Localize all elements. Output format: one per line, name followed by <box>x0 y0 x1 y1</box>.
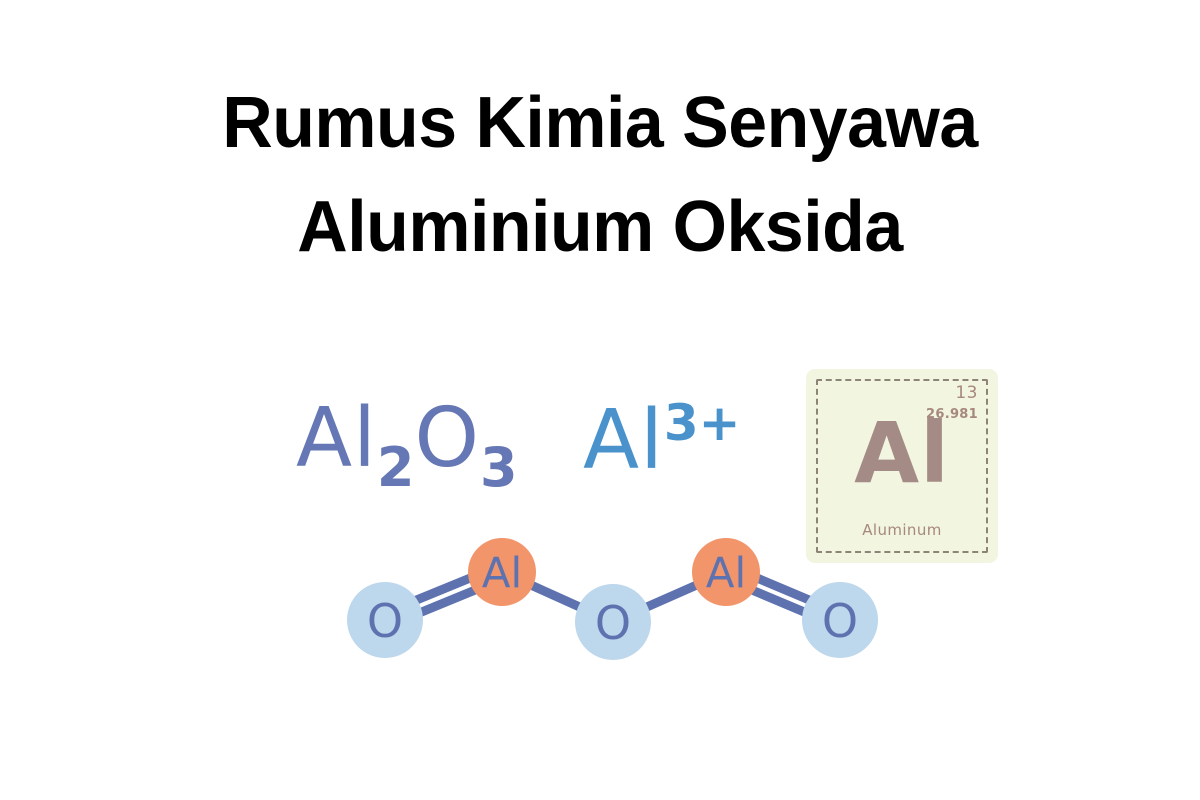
ion-element-aluminium: Al <box>583 393 664 488</box>
page-title-line-1: Rumus Kimia Senyawa <box>222 83 978 163</box>
element-symbol: Al <box>854 404 950 502</box>
atom-label-al-left: Al <box>482 549 522 598</box>
formula-subscript-2: 2 <box>376 436 415 499</box>
bond-layer <box>407 572 818 619</box>
molecule-svg: O AlO AlO <box>347 538 878 660</box>
atom-circle-aluminium <box>692 538 760 606</box>
atom-label-o-right: O <box>822 594 858 648</box>
page-title-line-2: Aluminium Oksida <box>297 186 903 267</box>
periodic-element-card: 13 26.981 Al Aluminum <box>806 369 998 563</box>
atom-circle-aluminium <box>468 538 536 606</box>
atom-label-o-mid: O <box>595 596 631 650</box>
bond-o-left-al-left <box>412 584 484 619</box>
atom-circle-oxygen <box>347 582 423 658</box>
bond-o-mid-al-right <box>637 578 705 614</box>
atom-o-left: O <box>347 582 423 658</box>
element-atomic-number: 13 <box>955 383 978 403</box>
chemical-formula-al2o3: Al2O3 <box>296 398 518 495</box>
atom-al-left: Al <box>468 538 536 606</box>
atom-label-al-right: Al <box>706 549 746 598</box>
page-title: Rumus Kimia Senyawa Aluminium Oksida <box>0 72 1200 279</box>
atom-o-mid: O <box>575 584 651 660</box>
atom-layer: O AlO AlO <box>347 538 878 660</box>
element-atomic-mass: 26.981 <box>926 407 978 422</box>
bond-al-right-o-right <box>749 572 818 607</box>
atom-o-right: O <box>802 582 878 658</box>
atom-circle-oxygen <box>802 582 878 658</box>
formula-subscript-3: 3 <box>480 436 518 499</box>
element-card-dashed-border <box>816 379 988 553</box>
formula-element-aluminium: Al <box>296 391 377 486</box>
atom-circle-oxygen <box>575 584 651 660</box>
formula-element-oxygen: O <box>414 391 481 486</box>
atom-label-o-left: O <box>367 594 403 648</box>
bond-al-right-o-right <box>744 584 813 619</box>
ion-charge-superscript: 3+ <box>663 394 741 452</box>
chemical-ion-al3plus: Al3+ <box>583 398 741 482</box>
element-name: Aluminum <box>862 521 942 539</box>
atom-al-right: Al <box>692 538 760 606</box>
bond-o-left-al-left <box>407 572 479 607</box>
bond-al-left-o-mid <box>523 578 589 614</box>
